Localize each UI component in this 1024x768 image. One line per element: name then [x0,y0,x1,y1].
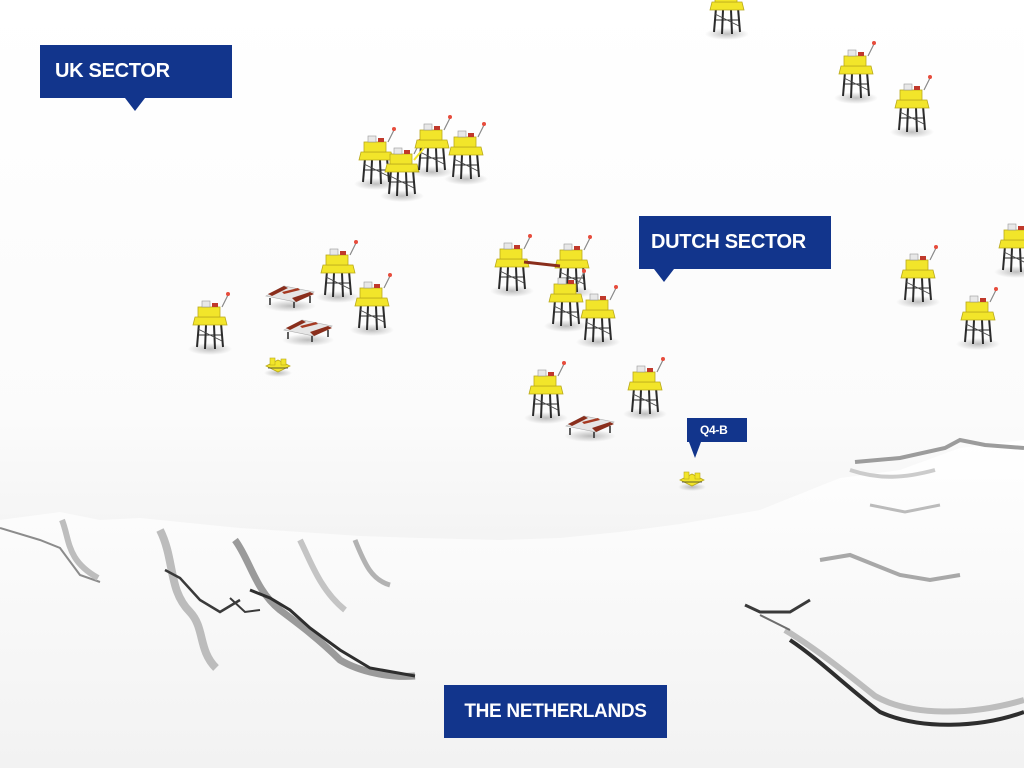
callout-pointer [125,98,145,111]
platform-bridge [413,147,425,161]
offshore-platform-icon [349,272,395,337]
uk-sector-text: UK SECTOR [55,60,170,82]
offshore-platform-icon [833,40,879,105]
platform-bridge [523,260,561,268]
offshore-platform-icon [622,356,668,421]
subsea-template-icon [677,471,707,492]
red-deck-icon [281,319,335,347]
offshore-platform-icon [889,74,935,139]
subsea-template-icon [263,357,293,378]
offshore-platform-icon [895,244,941,309]
coastline-east [744,437,1024,727]
offshore-platform-icon [523,360,569,425]
q4b-text: Q4-B [700,423,728,437]
netherlands-text: THE NETHERLANDS [464,700,647,722]
dutch-sector-text: DUTCH SECTOR [651,231,806,253]
dutch-sector-label: DUTCH SECTOR [639,216,831,282]
offshore-platform-icon [489,233,535,298]
offshore-platform-icon [315,239,361,304]
red-deck-icon [263,285,317,313]
offshore-platform-icon [993,214,1024,279]
offshore-platform-icon [187,291,233,356]
red-deck-icon [563,415,617,443]
offshore-platform-icon [543,268,589,333]
coastline-west [0,440,1024,768]
callout-pointer [689,442,701,458]
q4b-platform-label: Q4-B [687,418,747,458]
offshore-platform-icon [409,114,455,179]
offshore-platform-icon [955,286,1001,351]
uk-sector-label: UK SECTOR [40,45,232,111]
offshore-platform-icon [443,121,489,186]
netherlands-label: THE NETHERLANDS [444,685,667,738]
callout-pointer [654,269,674,282]
platforms [187,0,1024,425]
offshore-platform-icon [704,0,750,41]
